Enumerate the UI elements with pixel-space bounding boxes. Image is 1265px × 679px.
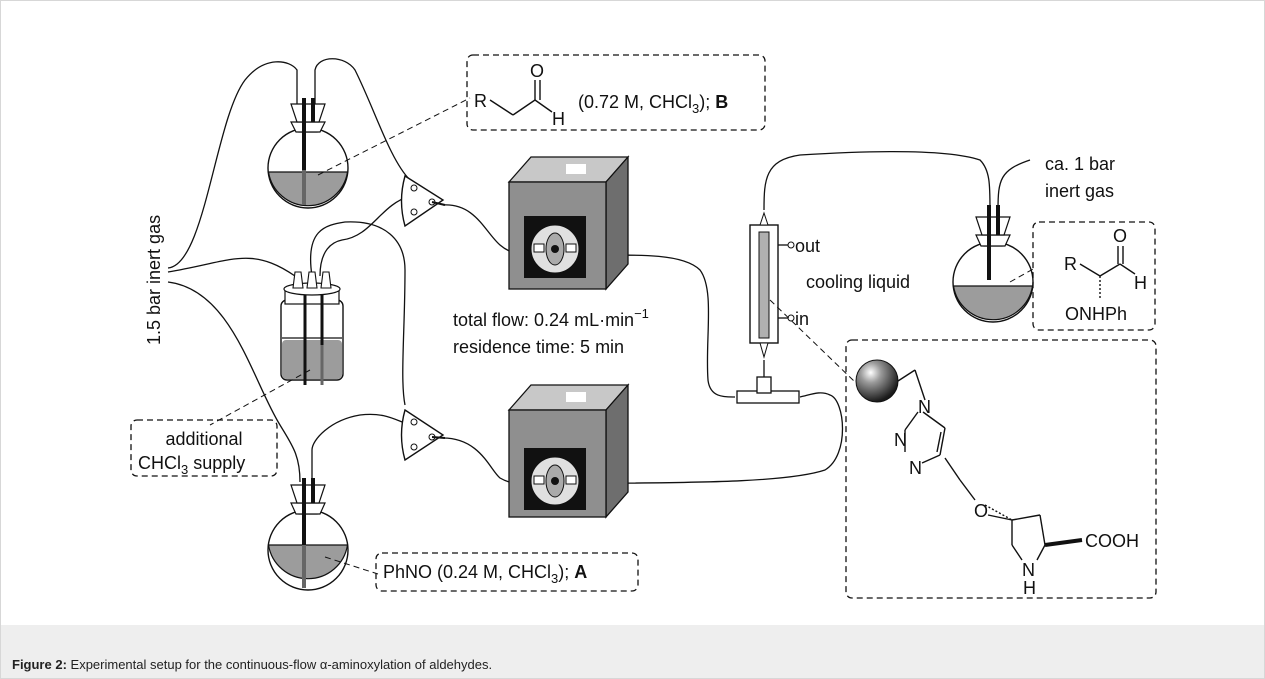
additional-label-1: additional	[165, 429, 242, 449]
product-h: H	[1134, 273, 1147, 293]
product-o: O	[1113, 226, 1127, 246]
figure-caption: Figure 2: Experimental setup for the con…	[12, 657, 492, 672]
product-onhph: ONHPh	[1065, 304, 1127, 324]
pyrrolidine-h: H	[1023, 578, 1036, 598]
gas-line-bottom-flask	[167, 281, 301, 483]
catalyst-box	[845, 339, 1157, 599]
aldehyde-b-o: O	[530, 61, 544, 81]
cooh-label: COOH	[1085, 531, 1139, 551]
flow-setup-diagram: 1.5 bar inert gas ca. 1 bar inert gas R …	[130, 54, 1157, 599]
additional-label-2: CHCl3 supply	[138, 453, 245, 477]
reactor-column	[749, 211, 795, 359]
cooling-liquid-label: cooling liquid	[806, 272, 910, 292]
leader-lines	[209, 97, 1036, 575]
inert-gas-right-label-2: inert gas	[1045, 181, 1114, 201]
solvent-bottle	[280, 271, 344, 385]
inert-gas-left-label: 1.5 bar inert gas	[144, 215, 164, 345]
label-boxes	[130, 54, 1157, 599]
gas-line-right	[997, 159, 1031, 211]
reagent-b-box	[466, 54, 766, 131]
caption-text: Experimental setup for the continuous-fl…	[66, 657, 493, 672]
t-mixer	[736, 360, 800, 404]
tube-pump2-to-mixer	[561, 392, 844, 485]
product-structure	[1079, 246, 1136, 298]
triazole-n2: N	[894, 430, 907, 450]
tube-flaskB-to-valve	[314, 58, 411, 181]
caption-bar	[1, 625, 1264, 678]
valve-lower	[400, 408, 446, 462]
pump-2	[507, 383, 630, 519]
product-flask	[952, 205, 1034, 323]
reagent-a-label: PhNO (0.24 M, CHCl3); A	[383, 562, 587, 586]
catalyst-structure	[855, 359, 1083, 561]
tube-bottle-to-upper-valve	[319, 195, 411, 277]
tube-pump1-to-mixer	[561, 254, 736, 398]
tubing	[167, 58, 1031, 486]
aldehyde-b-h: H	[552, 109, 565, 129]
flask-b	[267, 98, 349, 209]
tube-column-to-product	[763, 151, 991, 211]
total-flow-label: total flow: 0.24 mL·min−1	[453, 306, 649, 330]
triazole-n1: N	[918, 397, 931, 417]
cooling-in-label: in	[795, 309, 809, 329]
inert-gas-right-label-1: ca. 1 bar	[1045, 154, 1115, 174]
additional-box	[130, 419, 278, 477]
pump-1	[507, 155, 630, 291]
gas-line-bottle	[167, 257, 296, 277]
caption-label: Figure 2:	[12, 657, 67, 672]
gas-line-top-flask	[167, 61, 298, 269]
tube-bottle-to-lower-valve	[310, 221, 406, 406]
tube-flaskA-to-valve	[311, 413, 411, 482]
pyrrolidine-n: N	[1022, 560, 1035, 580]
reagent-a-box	[375, 552, 639, 592]
triazole-n3: N	[909, 458, 922, 478]
aldehyde-b-r: R	[474, 91, 487, 111]
residence-time-label: residence time: 5 min	[453, 337, 624, 357]
reagent-b-label: (0.72 M, CHCl3); B	[578, 92, 728, 116]
flask-a	[267, 478, 349, 591]
product-box	[1032, 221, 1156, 331]
product-r: R	[1064, 254, 1077, 274]
aldehyde-b-structure	[489, 80, 553, 116]
cooling-out-label: out	[795, 236, 820, 256]
ether-o: O	[974, 501, 988, 521]
valve-upper	[400, 174, 446, 228]
